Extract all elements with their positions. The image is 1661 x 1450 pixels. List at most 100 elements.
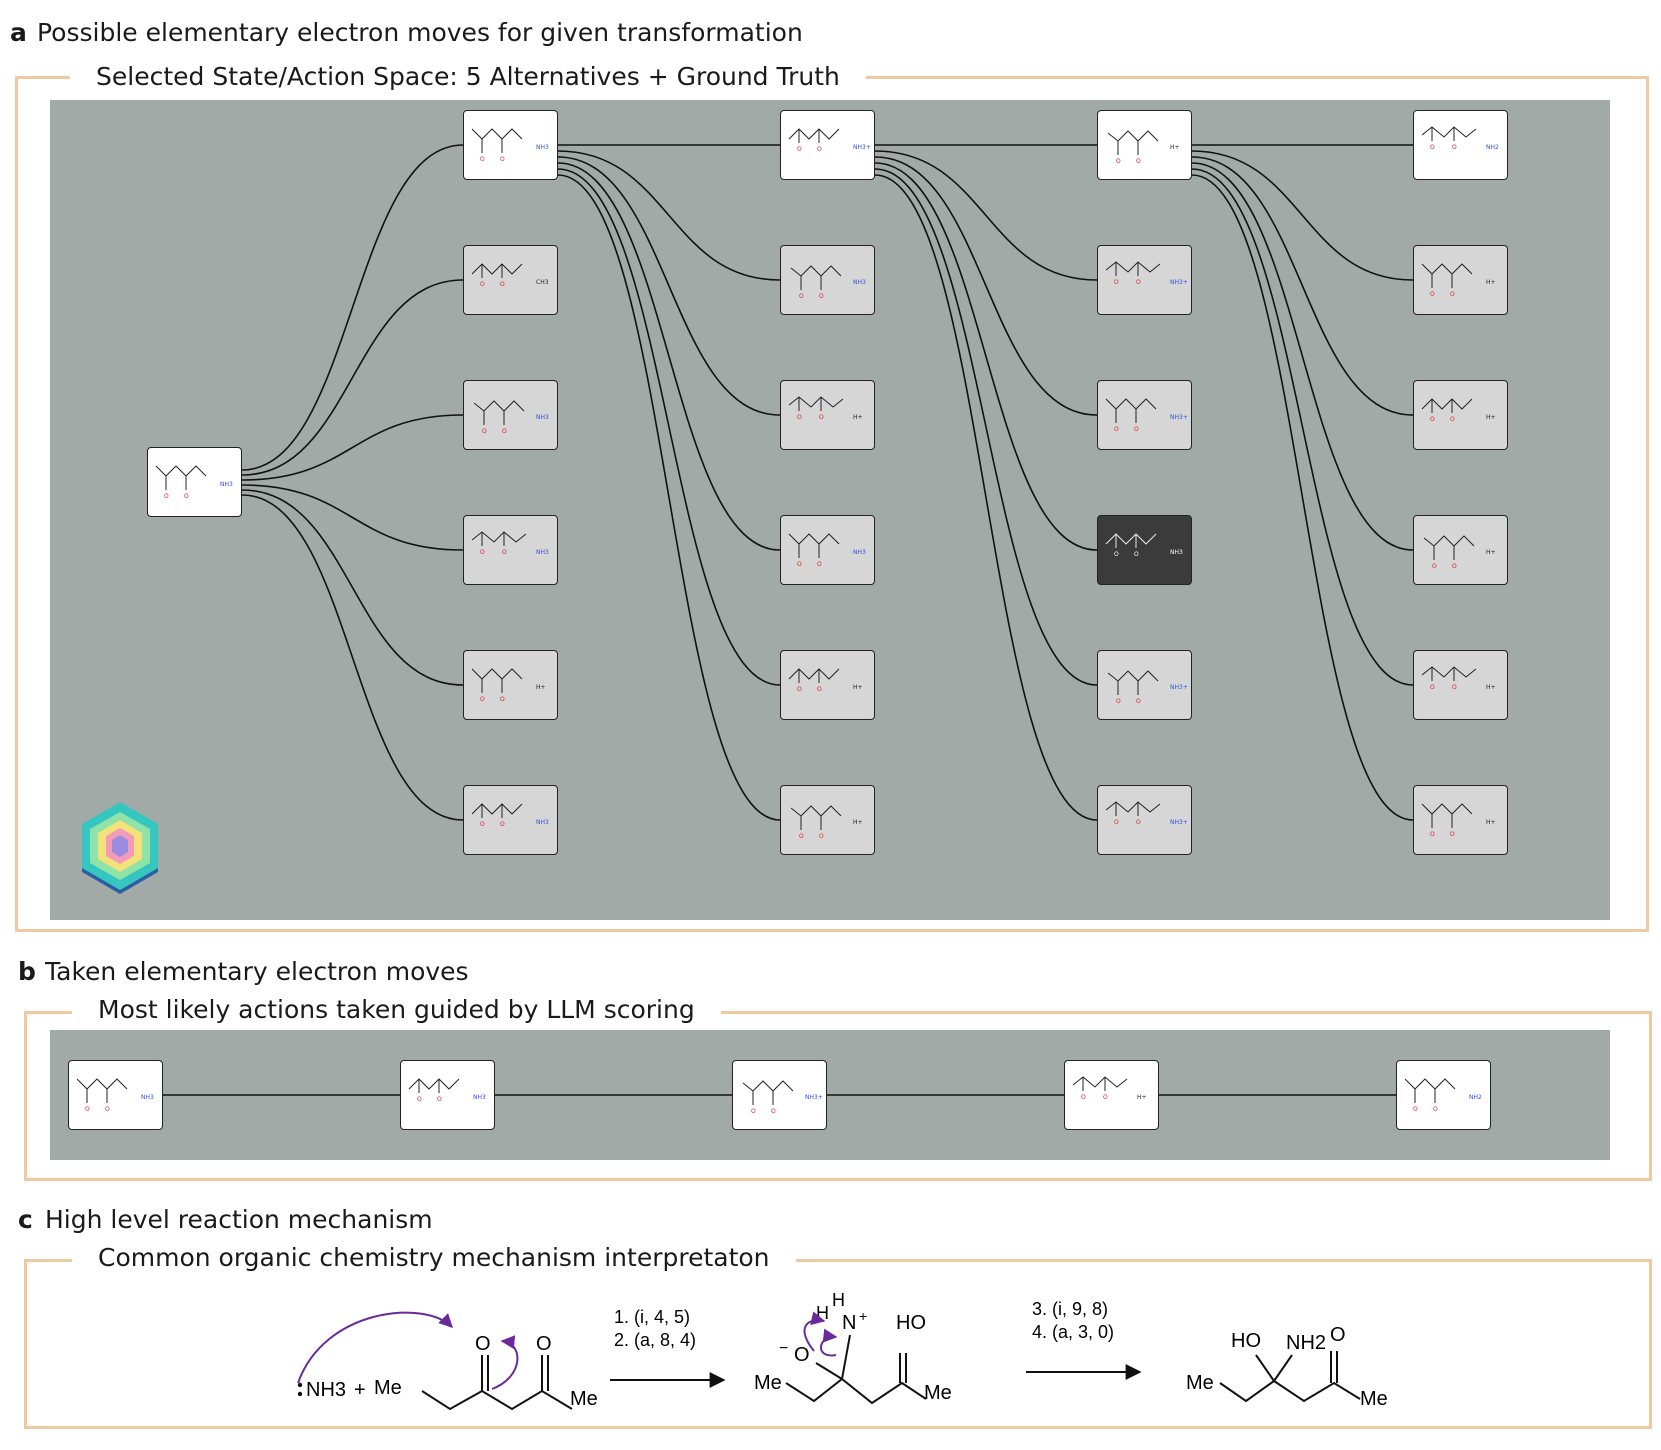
svg-text:O: O — [819, 414, 824, 421]
svg-text:O: O — [1452, 684, 1457, 691]
tree-state-node[interactable]: O O H+ — [1097, 110, 1192, 180]
oxygen-2: O — [536, 1333, 552, 1355]
svg-text:H+: H+ — [853, 414, 863, 421]
svg-text:O: O — [502, 549, 507, 556]
tree-alternative-node[interactable]: O O H+ — [1413, 380, 1508, 450]
path-links — [163, 1094, 1396, 1096]
svg-text:O: O — [1452, 563, 1457, 570]
svg-text:O: O — [184, 493, 189, 500]
me-left-label: Me — [374, 1377, 402, 1399]
svg-text:H+: H+ — [1486, 684, 1496, 691]
svg-text:NH3: NH3 — [141, 1094, 154, 1101]
svg-text:NH3+: NH3+ — [1170, 684, 1188, 691]
svg-text:O: O — [771, 1108, 776, 1115]
svg-text:O: O — [1136, 158, 1141, 165]
svg-text:O: O — [1136, 279, 1141, 286]
prod-oxygen: O — [1330, 1324, 1346, 1346]
tree-edge — [1191, 162, 1414, 551]
svg-text:O: O — [1450, 416, 1455, 423]
tree-edge — [1191, 174, 1414, 821]
prod-nh2: NH2 — [1286, 1332, 1326, 1354]
tree-edge — [874, 162, 1098, 551]
svg-text:NH3: NH3 — [536, 414, 549, 421]
svg-text:O: O — [1134, 426, 1139, 433]
tree-edge — [241, 414, 464, 481]
svg-text:NH3: NH3 — [853, 279, 866, 286]
tree-edge — [874, 156, 1098, 416]
svg-text:O: O — [480, 821, 485, 828]
tree-edge — [1191, 156, 1414, 416]
tree-edge — [557, 156, 781, 416]
product-backbone — [1219, 1379, 1361, 1403]
app-logo — [82, 802, 158, 894]
int-me-right: Me — [924, 1382, 952, 1404]
svg-text:O: O — [1433, 1106, 1438, 1113]
svg-text:O: O — [797, 146, 802, 153]
svg-text:H+: H+ — [1486, 414, 1496, 421]
svg-text:H+: H+ — [1170, 144, 1180, 151]
tree-edge — [241, 484, 464, 551]
svg-text:O: O — [1430, 831, 1435, 838]
svg-text:O: O — [1116, 158, 1121, 165]
tree-edge — [241, 279, 464, 476]
svg-text:NH3: NH3 — [1170, 549, 1183, 556]
svg-text:H+: H+ — [853, 819, 863, 826]
svg-text:H+: H+ — [1486, 549, 1496, 556]
svg-text:O: O — [1430, 144, 1435, 151]
int-oxygen: O — [794, 1344, 810, 1366]
svg-text:O: O — [500, 156, 505, 163]
svg-text:NH3: NH3 — [220, 481, 233, 488]
section-b-letter: b — [18, 957, 36, 986]
section-c-title: High level reaction mechanism — [45, 1205, 433, 1234]
curved-arrow-carbonyl — [491, 1335, 519, 1390]
intermediate-backbone — [785, 1377, 927, 1405]
svg-text:O: O — [797, 686, 802, 693]
plus-sign: + — [354, 1379, 366, 1401]
svg-text:H+: H+ — [1486, 819, 1496, 826]
svg-text:O: O — [1136, 819, 1141, 826]
tree-edge — [241, 494, 464, 821]
svg-text:NH3+: NH3+ — [1170, 819, 1188, 826]
svg-text:O: O — [1430, 416, 1435, 423]
svg-text:+: + — [859, 1308, 867, 1324]
svg-text:O: O — [1136, 698, 1141, 705]
svg-text:O: O — [437, 1096, 442, 1103]
svg-text:O: O — [1114, 426, 1119, 433]
svg-text:CH3: CH3 — [536, 279, 549, 286]
svg-text:O: O — [797, 414, 802, 421]
diketone-backbone — [421, 1389, 573, 1411]
tree-alternative-node[interactable]: O O H+ — [780, 380, 875, 450]
me-right-label: Me — [570, 1388, 598, 1410]
svg-text:O: O — [751, 1108, 756, 1115]
svg-text:NH3+: NH3+ — [1170, 279, 1188, 286]
curved-arrow-proton-2 — [820, 1328, 838, 1357]
svg-text:O: O — [500, 696, 505, 703]
